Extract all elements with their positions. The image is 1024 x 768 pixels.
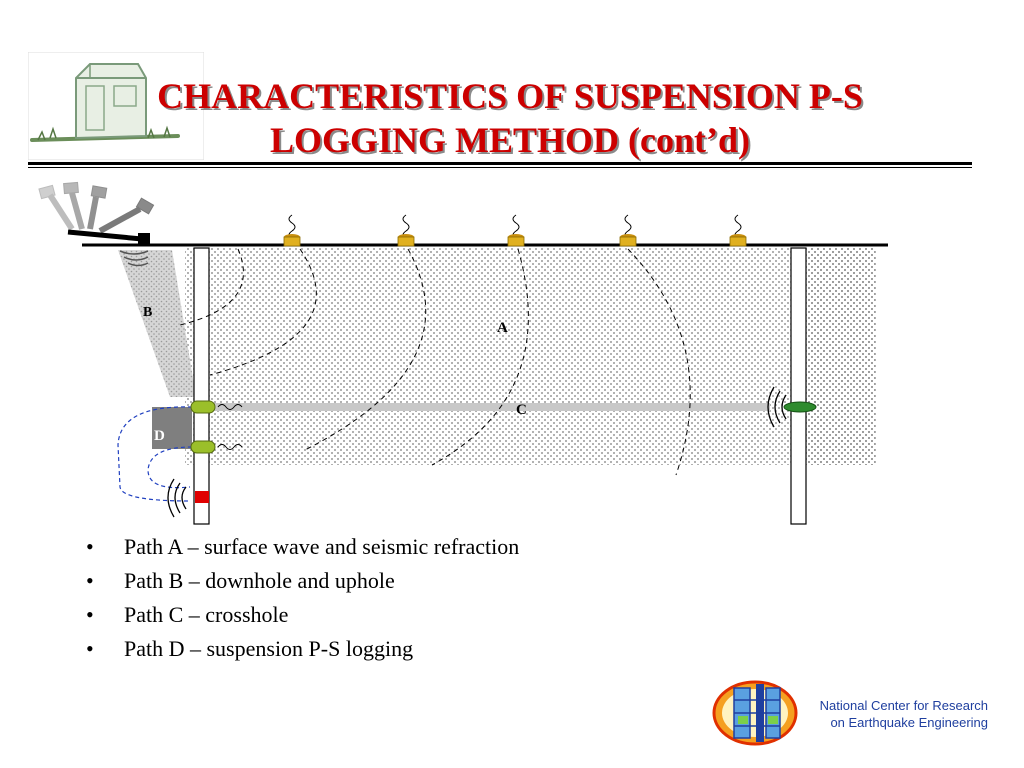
soil-region-right bbox=[806, 248, 876, 465]
bullet-symbol: • bbox=[86, 636, 94, 661]
label-path-d: D bbox=[154, 428, 165, 444]
logging-box bbox=[152, 407, 192, 449]
organization-name: National Center for Research on Earthqua… bbox=[796, 697, 988, 731]
title-divider-thin bbox=[28, 167, 972, 168]
bullet-description: crosshole bbox=[205, 602, 289, 627]
logging-cable bbox=[117, 406, 193, 502]
hammer-icon bbox=[38, 181, 155, 245]
probe-wiggle-2 bbox=[217, 444, 243, 450]
bullet-path-name: Path C bbox=[124, 602, 184, 627]
bullet-description: downhole and uphole bbox=[205, 568, 395, 593]
org-line-1: National Center for Research bbox=[819, 698, 988, 713]
red-source bbox=[195, 491, 209, 503]
bullet-symbol: • bbox=[86, 568, 94, 593]
shelter-logo bbox=[28, 52, 204, 160]
left-borehole bbox=[193, 247, 210, 525]
receiver-wave-arcs-icon bbox=[767, 386, 787, 428]
list-item: • Path D – suspension P-S logging bbox=[86, 632, 519, 666]
source-wave-arcs-icon bbox=[119, 250, 149, 267]
label-path-a: A bbox=[497, 320, 508, 336]
path-bullet-list: • Path A – surface wave and seismic refr… bbox=[86, 530, 519, 666]
list-item: • Path A – surface wave and seismic refr… bbox=[86, 530, 519, 564]
bullet-path-name: Path B bbox=[124, 568, 184, 593]
bullet-description: surface wave and seismic refraction bbox=[204, 534, 520, 559]
list-item: • Path B – downhole and uphole bbox=[86, 564, 519, 598]
geophone-icon bbox=[283, 214, 747, 247]
slide-title: CHARACTERISTICS OF SUSPENSION P-S LOGGIN… bbox=[90, 74, 930, 162]
lower-probe bbox=[190, 440, 216, 454]
title-line-1: CHARACTERISTICS OF SUSPENSION P-S bbox=[157, 76, 863, 116]
downhole-beam bbox=[118, 250, 196, 397]
right-receiver bbox=[783, 401, 817, 413]
soil-region bbox=[185, 248, 875, 465]
bullet-path-name: Path D bbox=[124, 636, 185, 661]
title-divider bbox=[28, 162, 972, 165]
upper-probe bbox=[190, 400, 216, 414]
right-borehole bbox=[790, 247, 807, 525]
bullet-dash: – bbox=[188, 602, 200, 627]
ncree-logo bbox=[712, 680, 798, 746]
bullet-path-name: Path A bbox=[124, 534, 183, 559]
bullet-dash: – bbox=[190, 636, 201, 661]
org-line-2: on Earthquake Engineering bbox=[830, 715, 988, 730]
bullet-dash: – bbox=[187, 534, 199, 559]
list-item: • Path C – crosshole bbox=[86, 598, 519, 632]
label-path-b: B bbox=[143, 305, 152, 320]
probe-wiggle-1 bbox=[217, 404, 243, 410]
label-path-c: C bbox=[516, 402, 527, 418]
bullet-symbol: • bbox=[86, 534, 94, 559]
downhole-wave-arcs-icon bbox=[167, 478, 187, 518]
crosshole-path bbox=[210, 403, 770, 411]
bullet-dash: – bbox=[188, 568, 200, 593]
seismic-paths-diagram: B A C D bbox=[38, 181, 888, 525]
title-line-2: LOGGING METHOD (cont’d) bbox=[269, 120, 750, 160]
bullet-symbol: • bbox=[86, 602, 94, 627]
bullet-description: suspension P-S logging bbox=[206, 636, 414, 661]
refraction-curves bbox=[179, 248, 691, 476]
